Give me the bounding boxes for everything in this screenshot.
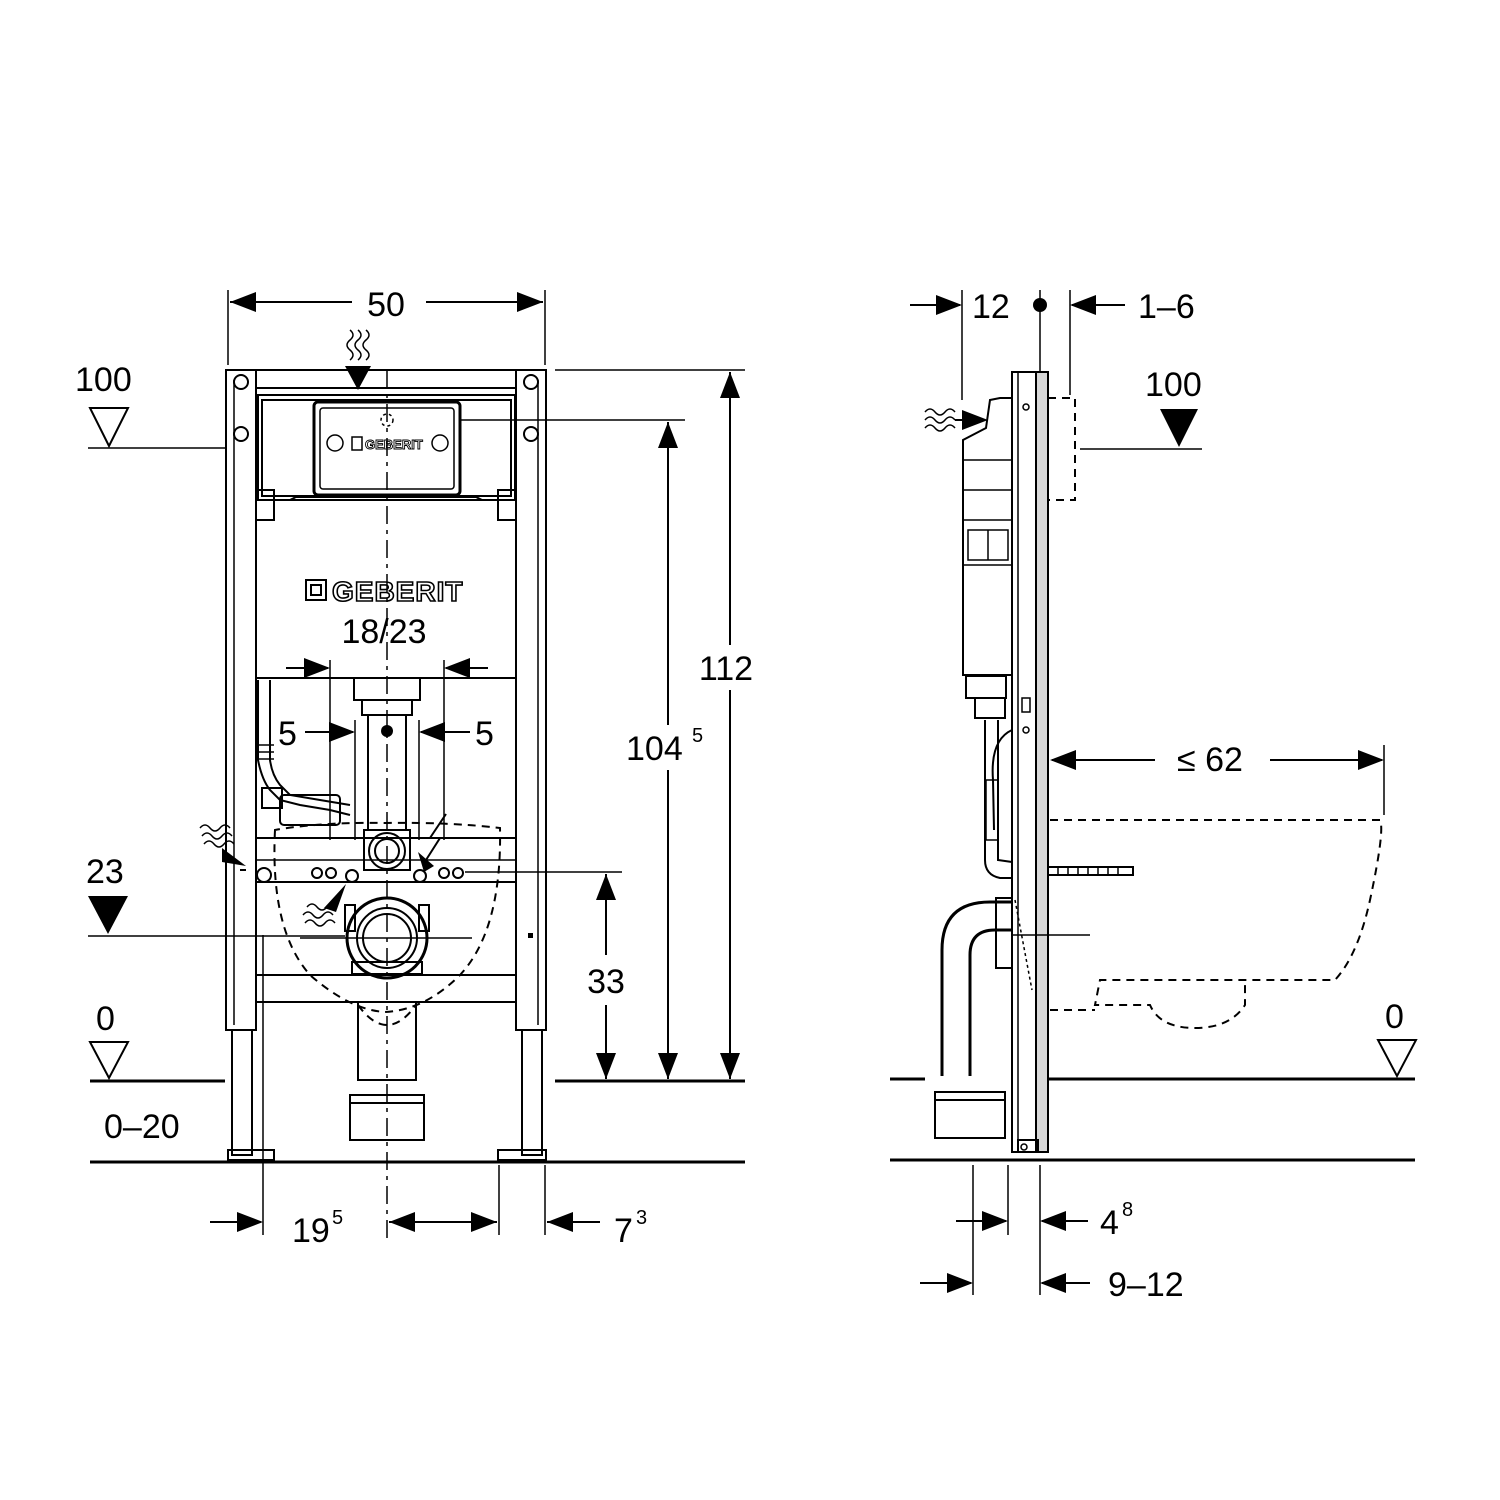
level-marker-0: 0 xyxy=(88,1000,130,1081)
svg-text:100: 100 xyxy=(1145,366,1202,404)
dimension-bowl-projection: ≤ 62 xyxy=(1050,741,1385,815)
level-marker-100: 100 xyxy=(75,361,226,449)
svg-text:4: 4 xyxy=(1100,1204,1119,1242)
wall-panel xyxy=(1035,371,1049,1153)
svg-text:50: 50 xyxy=(367,286,405,324)
side-water-supply-icon xyxy=(924,408,988,432)
svg-text:7: 7 xyxy=(614,1212,633,1250)
dimension-bottom-side: 4 8 9–12 xyxy=(920,1165,1184,1304)
svg-text:33: 33 xyxy=(587,963,625,1001)
dimension-frame-height: 112 xyxy=(555,369,753,1079)
svg-text:8: 8 xyxy=(1122,1199,1133,1221)
actuator-plate-opening xyxy=(312,400,462,497)
side-cistern xyxy=(962,397,1013,879)
svg-text:5: 5 xyxy=(692,725,703,747)
water-supply-icon-left xyxy=(199,824,246,866)
dimension-drain-height: 33 xyxy=(465,871,625,1079)
svg-text:3: 3 xyxy=(636,1207,647,1229)
svg-text:112: 112 xyxy=(699,650,753,688)
svg-text:0: 0 xyxy=(1385,998,1404,1036)
side-drain-bend xyxy=(934,897,1090,1139)
svg-text:5: 5 xyxy=(475,715,494,753)
side-level-marker-0: 0 xyxy=(1376,998,1418,1079)
side-actuator-plate-dashed xyxy=(1048,397,1076,501)
svg-text:≤ 62: ≤ 62 xyxy=(1177,741,1243,779)
dimension-width: 50 xyxy=(227,286,546,365)
level-marker-23: 23 xyxy=(86,853,345,937)
svg-text:104: 104 xyxy=(626,730,683,768)
svg-text:0: 0 xyxy=(96,1000,115,1038)
cistern-brand-label: GEBERIT xyxy=(332,576,463,607)
fixing-points xyxy=(240,867,533,938)
svg-text:1–6: 1–6 xyxy=(1138,288,1195,326)
side-level-marker-100: 100 xyxy=(1080,366,1202,450)
side-hose xyxy=(991,729,1013,831)
electrical-supply-icon xyxy=(418,813,447,872)
supply-hose xyxy=(256,680,351,826)
side-view: 12 1–6 100 ≤ 62 0 xyxy=(890,288,1418,1304)
water-supply-icon-lower xyxy=(302,884,346,927)
svg-text:23: 23 xyxy=(86,853,124,891)
dimension-bottom-front: 19 5 7 3 xyxy=(210,935,647,1250)
front-view: GEBERIT GEBERIT 18/23 xyxy=(75,286,753,1250)
water-supply-icon xyxy=(345,329,371,390)
flush-pipe xyxy=(353,677,421,871)
svg-text:5: 5 xyxy=(332,1207,343,1229)
bowl-outline-dashed xyxy=(273,821,502,1014)
dimension-top-side: 12 1–6 xyxy=(910,288,1195,400)
dimension-flush-height: 104 5 xyxy=(460,419,703,1079)
plate-brand-label: GEBERIT xyxy=(365,437,423,452)
cistern-volume-label: 18/23 xyxy=(341,613,426,651)
side-bowl-outline-dashed xyxy=(1050,819,1383,1030)
dimension-pipe-offset: 5 5 xyxy=(278,658,494,840)
svg-text:19: 19 xyxy=(292,1212,330,1250)
fixing-bolt xyxy=(1047,866,1134,876)
svg-text:100: 100 xyxy=(75,361,132,399)
svg-text:5: 5 xyxy=(278,715,297,753)
svg-text:12: 12 xyxy=(972,288,1010,326)
floor-buildup-range: 0–20 xyxy=(104,1108,180,1146)
cistern: GEBERIT GEBERIT 18/23 xyxy=(255,394,517,679)
svg-text:9–12: 9–12 xyxy=(1108,1266,1184,1304)
side-frame xyxy=(1011,371,1039,1153)
